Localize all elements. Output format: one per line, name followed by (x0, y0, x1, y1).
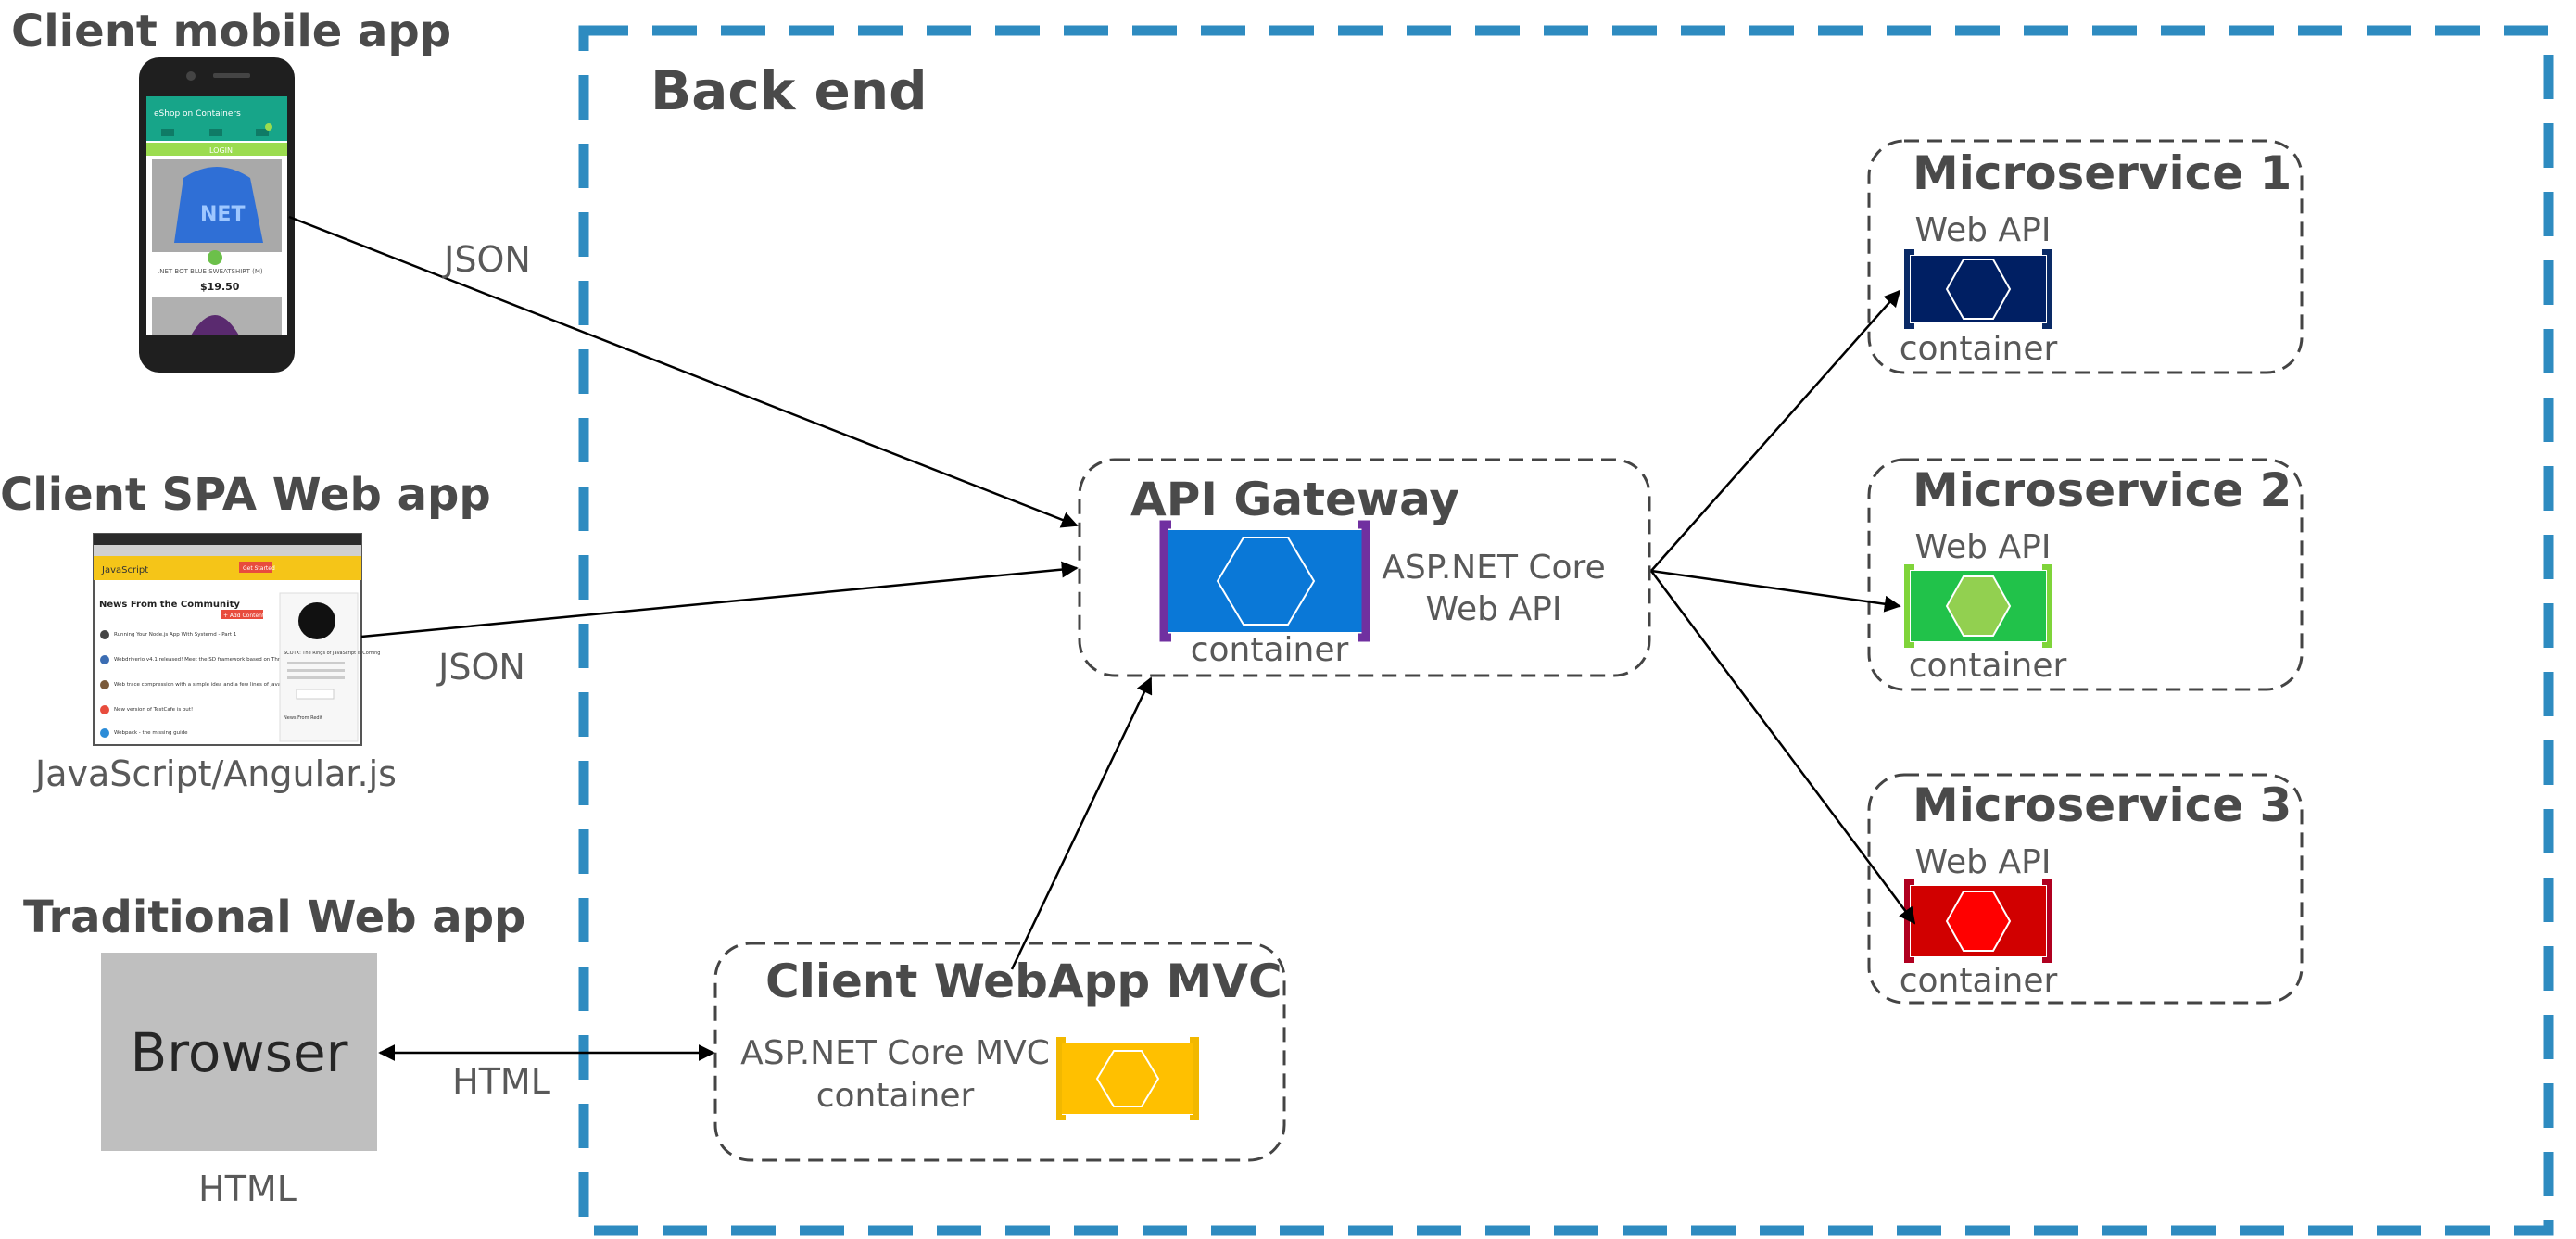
microservice-2-box: Microservice 2 Web API container (1867, 458, 2304, 691)
label-spa-json: JSON (436, 647, 525, 688)
microservice-2-outline (1867, 458, 2304, 691)
mvc-title: Client WebApp MVC (765, 955, 1282, 1008)
backend-border (578, 25, 2554, 1236)
microservice-3-container-icon (1904, 879, 2052, 963)
traditional-caption: HTML (198, 1169, 297, 1209)
spa-news-item: New version of TestCafe is out! (114, 707, 193, 713)
spa-news-item: Webpack - the missing guide (114, 730, 188, 736)
microservice-3-outline (1867, 773, 2304, 1005)
microservice-3-box: Microservice 3 Web API container (1867, 773, 2304, 1005)
arrow-spa-to-gateway (360, 561, 1079, 638)
gateway-tech-line2: Web API (1426, 590, 1562, 628)
spa-caption: JavaScript/Angular.js (33, 753, 397, 794)
spa-news-item: Web trace compression with a simple idea… (114, 682, 296, 688)
phone-icon: eShop on Containers LOGIN NET .NET BOT B… (139, 57, 295, 373)
microservice-3-container-label: container (1900, 962, 2058, 1000)
arrow-mobile-to-gateway (288, 215, 1079, 528)
phone-app-bar-title: eShop on Containers (154, 109, 241, 119)
microservice-1-title: Microservice 1 (1913, 146, 2292, 200)
spa-screenshot: JavaScript Get Started News From the Com… (93, 533, 380, 746)
microservice-1-box: Microservice 1 Web API container (1867, 139, 2304, 374)
phone-banner: LOGIN (209, 146, 233, 155)
arrow-gateway-to-microservice-3 (1649, 570, 1916, 925)
api-gateway-title: API Gateway (1130, 473, 1459, 526)
mvc-container-icon (1056, 1037, 1199, 1120)
api-gateway-box: API Gateway container ASP.NET Core Web A… (1078, 458, 1651, 677)
mvc-tech-line2: container (816, 1077, 975, 1115)
microservice-1-api-label: Web API (1915, 211, 2052, 249)
microservice-1-container-label: container (1900, 330, 2058, 368)
phone-product-name: .NET BOT BLUE SWEATSHIRT (M) (158, 268, 263, 275)
microservice-2-title: Microservice 2 (1913, 463, 2292, 517)
label-mobile-json: JSON (442, 239, 531, 280)
arrow-gateway-to-microservice-2 (1650, 569, 1901, 613)
microservice-1-outline (1867, 139, 2304, 374)
spa-logo: JavaScript (101, 565, 148, 575)
browser-box (101, 953, 377, 1151)
mobile-app-title: Client mobile app (11, 6, 451, 57)
client-spa-web-app: Client SPA Web app JavaScript Get Starte… (0, 469, 491, 794)
api-gateway-outline (1078, 458, 1651, 677)
microservice-3-api-label: Web API (1915, 843, 2052, 881)
browser-label: Browser (130, 1021, 347, 1084)
arrow-mvc-to-gateway (1010, 676, 1153, 970)
arrow-gateway-to-microservice-1 (1650, 289, 1901, 572)
phone-price: $19.50 (200, 281, 240, 293)
spa-app-title: Client SPA Web app (0, 469, 491, 521)
mvc-tech-line1: ASP.NET Core MVC (740, 1034, 1050, 1072)
microservice-2-container-label: container (1909, 647, 2067, 685)
microservice-2-api-label: Web API (1915, 528, 2052, 566)
traditional-web-app: Traditional Web app Browser HTML (23, 891, 525, 1209)
gateway-container-icon (1159, 520, 1370, 642)
backend-region: Back end (578, 25, 2554, 1236)
microservice-1-container-icon (1904, 249, 2052, 329)
spa-side-text: SCOTX: The Rings of JavaScript is Coming (284, 651, 380, 656)
label-browser-html: HTML (452, 1061, 550, 1102)
client-mobile-app: Client mobile app eShop on Containers LO… (11, 6, 451, 373)
spa-get-started: Get Started (243, 565, 275, 572)
microservice-3-title: Microservice 3 (1913, 778, 2292, 832)
spa-section-title: News From the Community (99, 600, 240, 610)
traditional-app-title: Traditional Web app (23, 891, 525, 943)
gateway-tech-line1: ASP.NET Core (1382, 549, 1605, 587)
spa-news-item: Running Your Node.js App With Systemd - … (114, 632, 236, 638)
spa-side-footer: News From Redit (284, 715, 322, 721)
mvc-outline (713, 942, 1286, 1162)
connectors: JSON JSON HTML (288, 215, 1916, 1102)
svg-text:NET: NET (200, 203, 245, 226)
gateway-container-label: container (1191, 631, 1349, 669)
spa-news-item: Webdriverio v4.1 released! Meet the SD f… (114, 657, 292, 663)
microservice-2-container-icon (1904, 564, 2052, 648)
spa-add-content: + Add Content (223, 613, 265, 619)
backend-title: Back end (650, 59, 928, 122)
client-webapp-mvc-box: Client WebApp MVC ASP.NET Core MVC conta… (713, 942, 1286, 1162)
